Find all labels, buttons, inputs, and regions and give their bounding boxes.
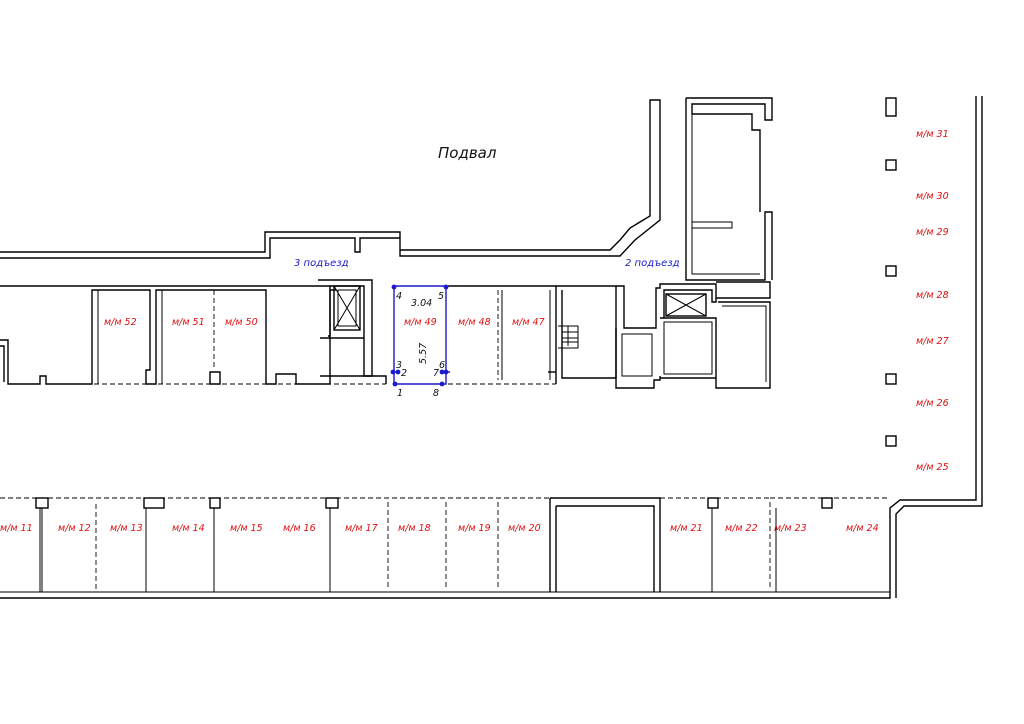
space-label: м/м 18 bbox=[398, 523, 431, 534]
point-3 bbox=[390, 369, 396, 375]
plan-title: Подвал bbox=[438, 144, 497, 162]
length-dimension: 5.57 bbox=[418, 343, 429, 364]
point-6 bbox=[443, 369, 449, 375]
right-outline bbox=[0, 96, 983, 599]
bottom-parking-row bbox=[0, 497, 890, 593]
point-label: 7 bbox=[433, 368, 439, 379]
point-label: 4 bbox=[396, 291, 402, 302]
entrance-2-label: 2 подъезд bbox=[625, 258, 680, 269]
space-label: м/м 21 bbox=[670, 523, 703, 534]
space-label: м/м 50 bbox=[225, 317, 258, 328]
point-label: 3 bbox=[396, 360, 402, 371]
space-label: м/м 14 bbox=[172, 523, 205, 534]
middle-rooms bbox=[0, 279, 771, 389]
space-label: м/м 12 bbox=[58, 523, 91, 534]
selected-parking-space[interactable] bbox=[390, 284, 450, 387]
space-label: м/м 52 bbox=[104, 317, 137, 328]
space-label: м/м 25 bbox=[916, 462, 949, 473]
point-label: 6 bbox=[439, 360, 445, 371]
point-1 bbox=[392, 381, 398, 387]
space-label: м/м 19 bbox=[458, 523, 491, 534]
space-label: м/м 27 bbox=[916, 336, 949, 347]
space-label: м/м 48 bbox=[458, 317, 491, 328]
width-dimension: 3.04 bbox=[411, 298, 432, 309]
space-label: м/м 31 bbox=[916, 129, 949, 140]
space-label: м/м 20 bbox=[508, 523, 541, 534]
space-label: м/м 26 bbox=[916, 398, 949, 409]
point-5 bbox=[443, 284, 449, 290]
space-label: м/м 11 bbox=[0, 523, 33, 534]
space-label: м/м 29 bbox=[916, 227, 949, 238]
space-label: м/м 13 bbox=[110, 523, 143, 534]
space-label: м/м 28 bbox=[916, 290, 949, 301]
space-label: м/м 30 bbox=[916, 191, 949, 202]
entrance-3-label: 3 подъезд bbox=[294, 258, 349, 269]
space-label: м/м 23 bbox=[774, 523, 807, 534]
point-label: 2 bbox=[401, 368, 407, 379]
basement-outline bbox=[0, 97, 773, 281]
point-8 bbox=[439, 381, 445, 387]
point-2 bbox=[395, 369, 401, 375]
space-label: м/м 17 bbox=[345, 523, 378, 534]
point-4 bbox=[391, 284, 397, 290]
space-label: м/м 24 bbox=[846, 523, 879, 534]
point-label: 1 bbox=[397, 388, 403, 399]
space-label: м/м 47 bbox=[512, 317, 545, 328]
space-label: м/м 16 bbox=[283, 523, 316, 534]
space-label: м/м 51 bbox=[172, 317, 205, 328]
point-label: 8 bbox=[433, 388, 439, 399]
space-label: м/м 22 bbox=[725, 523, 758, 534]
space-label: м/м 15 bbox=[230, 523, 263, 534]
point-label: 5 bbox=[438, 291, 444, 302]
point-7 bbox=[439, 369, 445, 375]
space-label: м/м 49 bbox=[404, 317, 437, 328]
